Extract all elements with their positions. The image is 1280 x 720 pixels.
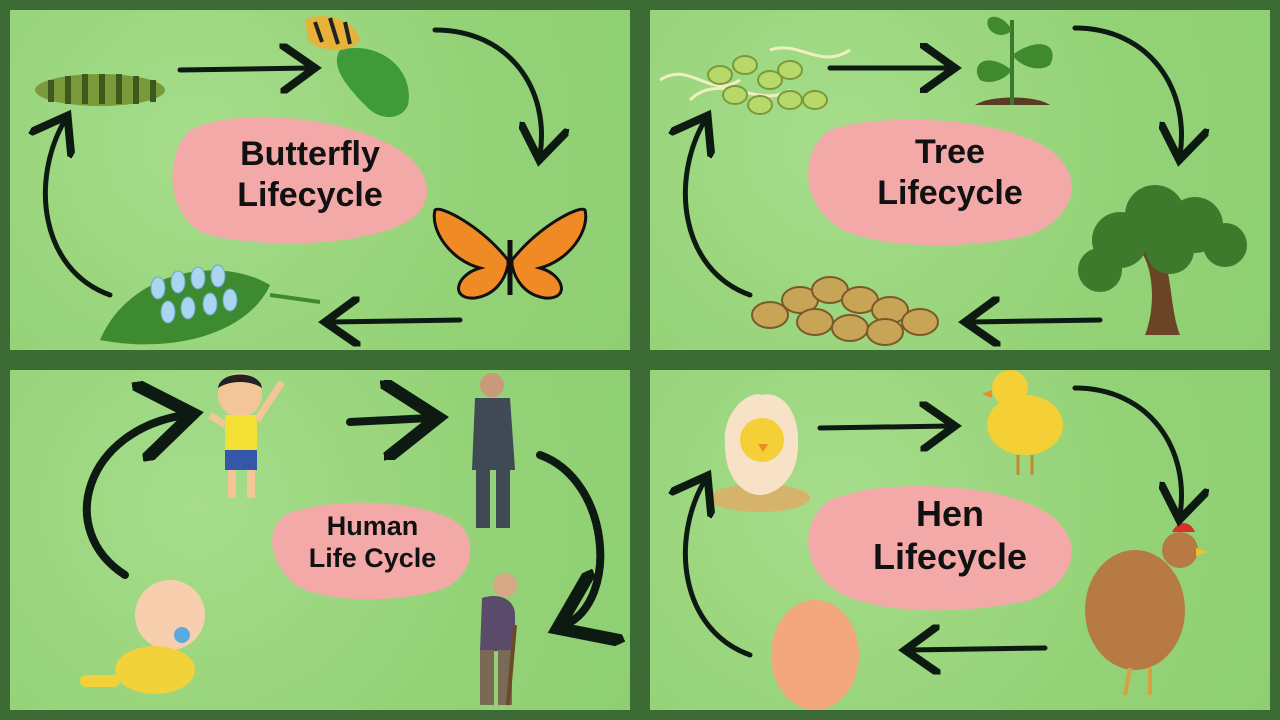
arrow-hatchling-to-chick: [817, 426, 950, 428]
label-blob: [272, 502, 471, 600]
arrow-baby-to-child: [82, 415, 185, 579]
tree-title: Tree Lifecycle: [835, 132, 1065, 214]
egg-icon: [771, 600, 859, 710]
tree-diagram: [659, 16, 1247, 350]
hatching-chick-icon: [710, 394, 810, 512]
seeds-icon: [751, 276, 939, 346]
butterfly-icon: [432, 207, 588, 300]
butterfly-diagram: [10, 16, 588, 350]
title-line-2: Life Cycle: [308, 543, 437, 574]
arrow-egg-to-hatchling: [685, 480, 753, 658]
title-line-2: Lifecycle: [872, 536, 1028, 578]
title-line-1: Tree: [915, 133, 985, 171]
title-line-2: Lifecycle: [237, 175, 383, 214]
arrow-tree-to-seeds: [970, 320, 1103, 322]
hen-lifecycle-panel: Hen Lifecycle: [650, 370, 1270, 710]
human-title: Human Life Cycle: [280, 510, 465, 575]
title-line-1: Human: [326, 511, 419, 541]
label-blob: [808, 485, 1072, 611]
title-line-1: Butterfly: [240, 135, 380, 173]
tree-icon: [1078, 185, 1247, 335]
caterpillar-icon: [35, 74, 165, 106]
chick-icon: [982, 370, 1063, 475]
label-blob: [172, 116, 427, 244]
arrow-adult-to-elderly: [536, 451, 600, 625]
arrow-sapling-to-tree: [1072, 25, 1182, 155]
sapling-icon: [975, 16, 1053, 105]
hen-diagram: [650, 370, 1270, 710]
hen-icon: [1085, 523, 1208, 696]
arrow-eggs-to-caterpillar: [45, 120, 113, 298]
arrow-seeds-to-sprouts: [685, 120, 753, 298]
human-lifecycle-panel: Human Life Cycle: [10, 370, 630, 710]
sprouting-seeds-icon: [659, 46, 851, 115]
title-line-2: Lifecycle: [877, 173, 1023, 212]
butterfly-title: Butterfly Lifecycle: [200, 134, 420, 216]
arrow-chrysalis-to-butterfly: [432, 27, 542, 155]
chrysalis-icon: [305, 16, 409, 118]
baby-icon: [80, 580, 205, 694]
arrow-hen-to-egg: [910, 648, 1048, 650]
arrow-child-to-adult: [346, 418, 430, 422]
human-diagram: [80, 373, 630, 706]
hen-title: Hen Lifecycle: [835, 492, 1065, 578]
child-icon: [208, 373, 285, 498]
leaf-with-eggs-icon: [100, 264, 321, 345]
elderly-icon: [480, 573, 517, 706]
arrow-chick-to-hen: [1072, 385, 1182, 515]
arrow-butterfly-to-eggs: [330, 320, 463, 322]
arrow-caterpillar-to-chrysalis: [177, 68, 310, 70]
label-blob: [808, 119, 1072, 246]
title-line-1: Hen: [915, 493, 984, 534]
butterfly-lifecycle-panel: Butterfly Lifecycle: [10, 10, 630, 350]
tree-lifecycle-panel: Tree Lifecycle: [650, 10, 1270, 350]
adult-icon: [472, 373, 515, 528]
